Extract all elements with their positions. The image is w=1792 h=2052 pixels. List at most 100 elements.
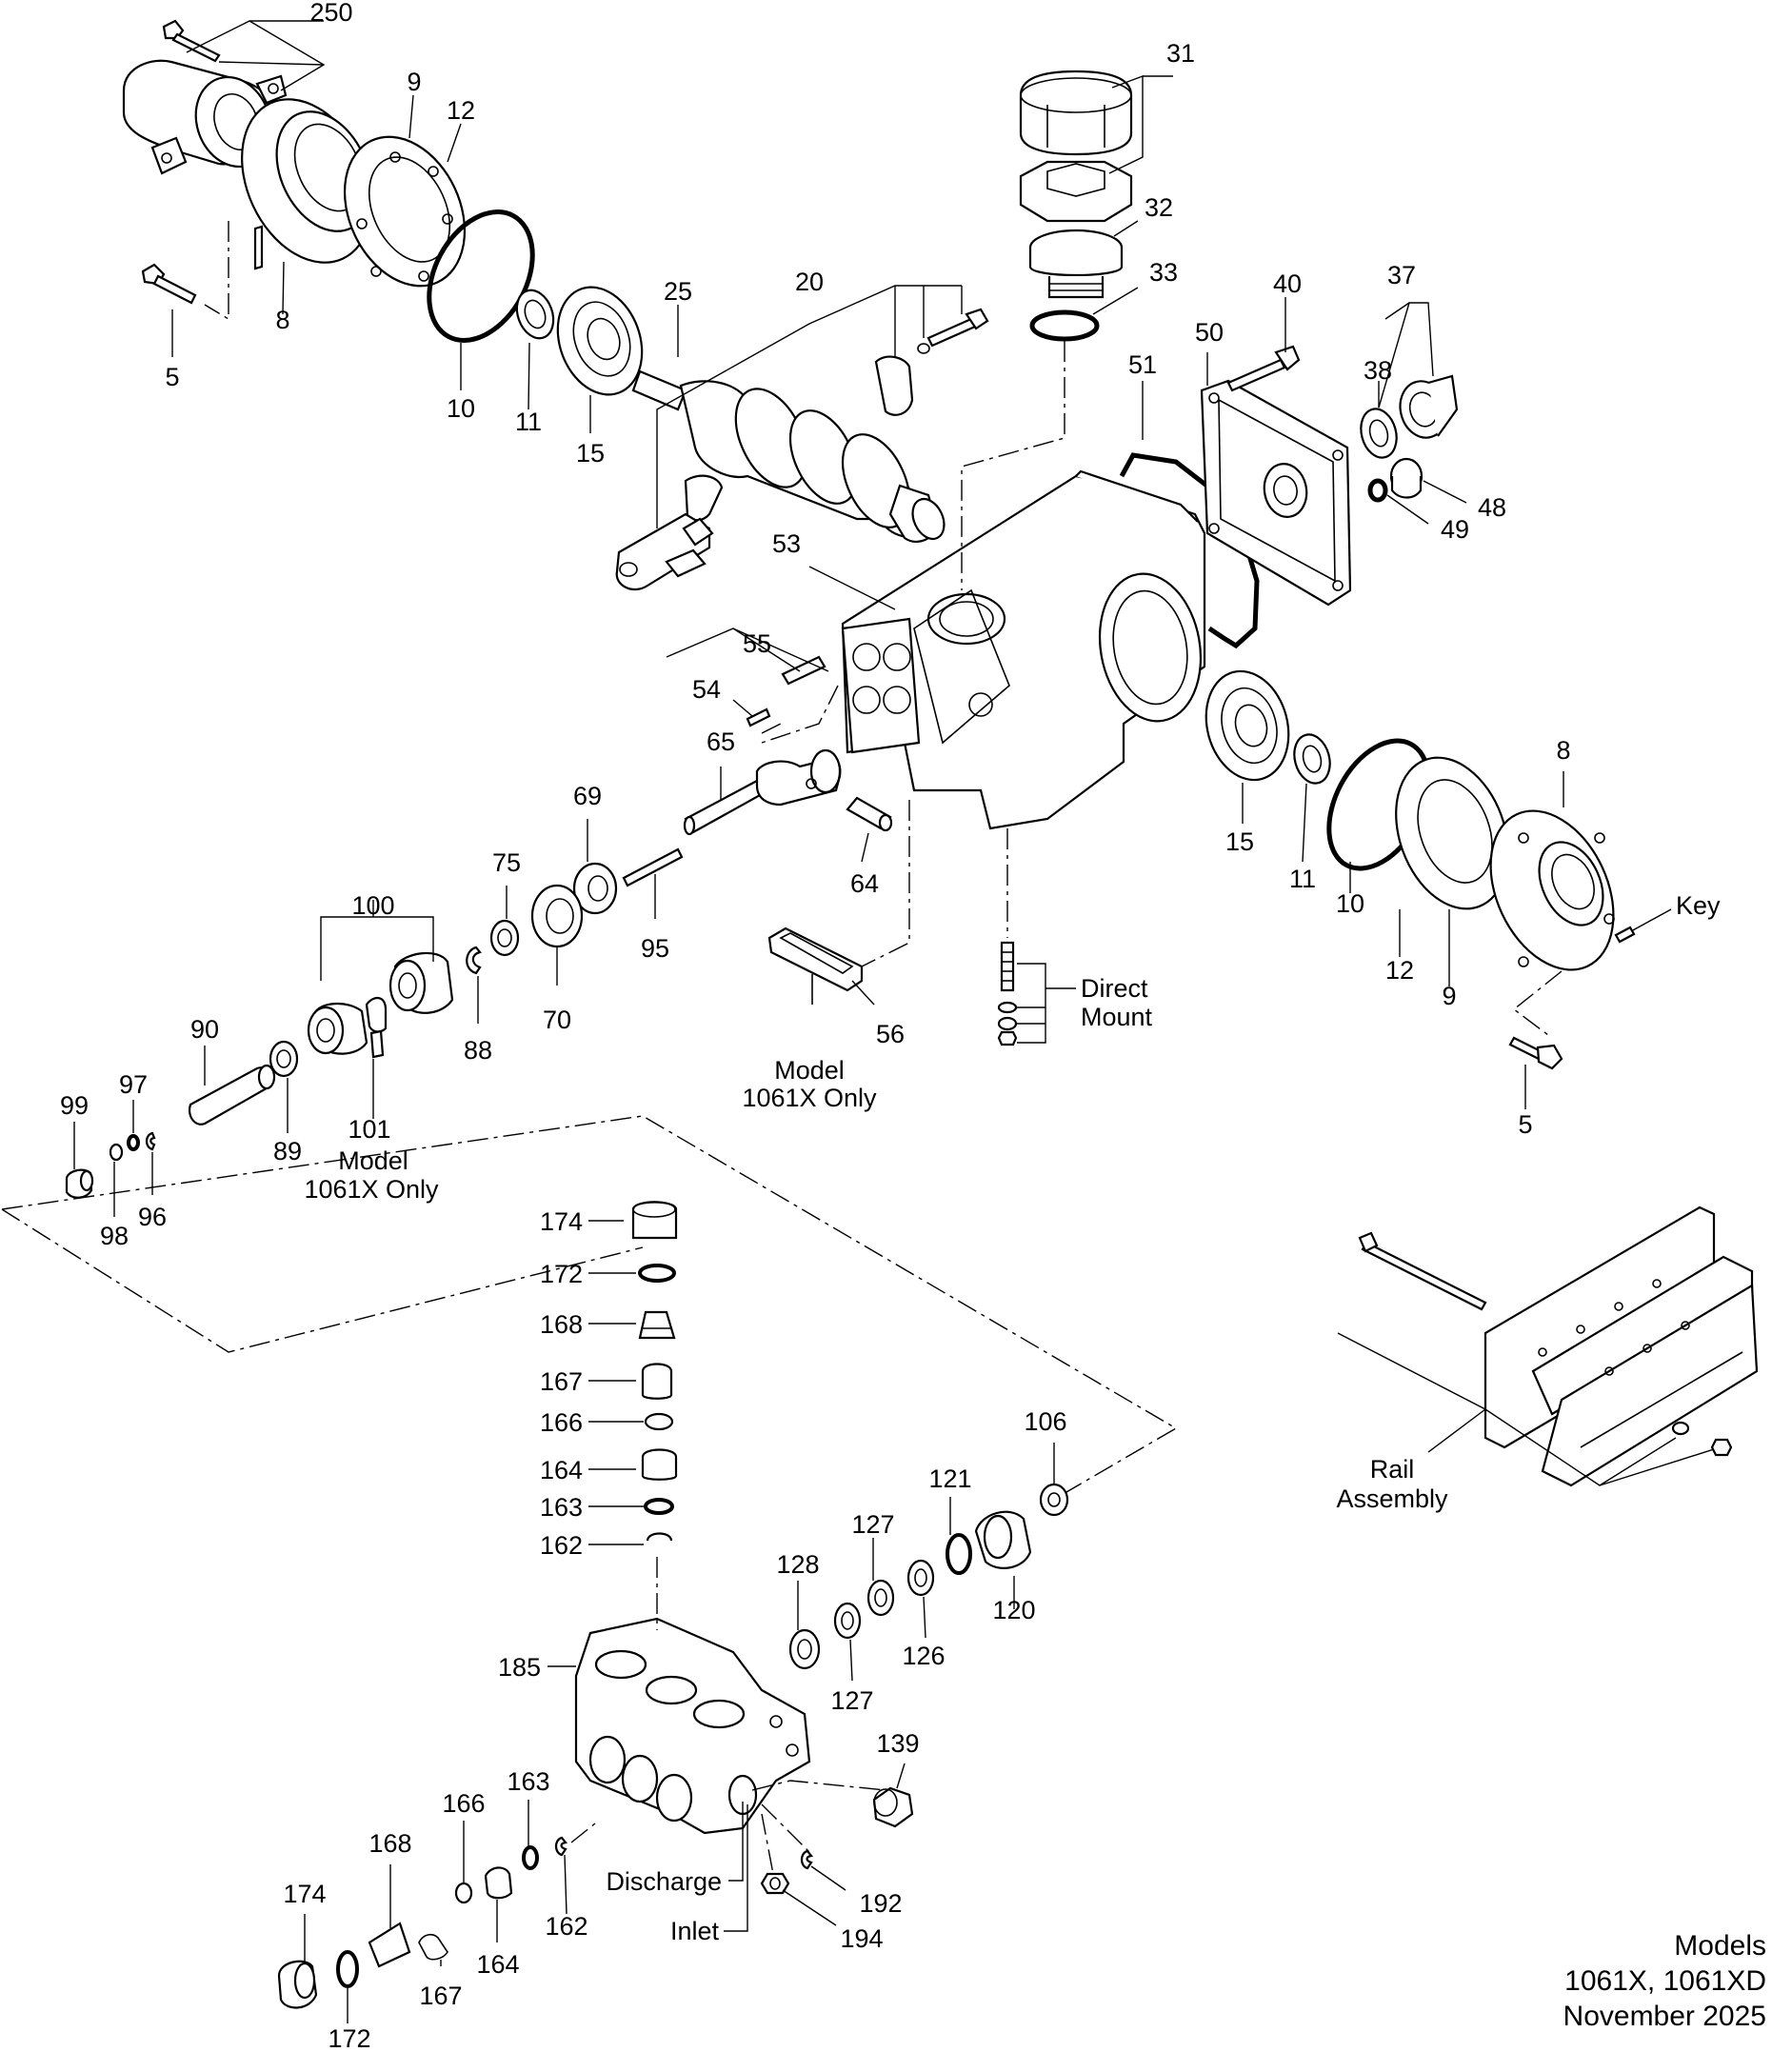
label-168-lower: 168	[368, 1829, 411, 1858]
label-65: 65	[707, 727, 735, 756]
label-164-lower: 164	[476, 1950, 519, 1979]
direct-mount-label-line2: Mount	[1081, 1003, 1153, 1031]
washer-106	[1039, 1483, 1069, 1517]
label-172-lower: 172	[328, 2024, 370, 2052]
bearing-15-right	[1205, 669, 1290, 782]
oil-seal-11-right	[1293, 733, 1331, 785]
plug-139	[872, 1786, 914, 1828]
part-drawings	[65, 19, 1759, 2009]
sight-glass-37	[1399, 374, 1459, 439]
manifold-185	[574, 1617, 811, 1835]
text-callouts: Key Direct Mount Model 1061X Only Model …	[304, 891, 1721, 1945]
label-174: 174	[540, 1207, 583, 1236]
pin-64	[846, 796, 893, 832]
label-49: 49	[1441, 515, 1469, 544]
footer-date: November 2025	[1563, 2001, 1766, 2032]
footer-models-title: Models	[1674, 1930, 1766, 1962]
label-88: 88	[464, 1036, 492, 1065]
label-98: 98	[100, 1222, 129, 1250]
label-11: 11	[515, 408, 542, 436]
label-99: 99	[60, 1091, 89, 1120]
oil-cap-31	[1019, 70, 1133, 156]
label-25: 25	[664, 277, 692, 306]
rail-assembly-label-line2: Assembly	[1336, 1484, 1448, 1513]
rear-cover-50	[1200, 379, 1352, 607]
oil-seal-11-left	[515, 289, 555, 340]
washer-75	[489, 919, 520, 957]
label-51: 51	[1128, 350, 1157, 379]
label-48: 48	[1478, 493, 1506, 522]
ring-127b	[833, 1602, 862, 1640]
gasket-9-left	[343, 135, 467, 288]
label-9-right: 9	[1442, 982, 1456, 1010]
connecting-rod-20	[615, 355, 914, 591]
label-96: 96	[138, 1203, 167, 1231]
bearing-15-left	[556, 286, 644, 396]
footer-model-numbers: 1061X, 1061XD	[1564, 1965, 1766, 1997]
ring-127	[866, 1579, 895, 1617]
label-167: 167	[540, 1367, 583, 1396]
label-56: 56	[876, 1020, 905, 1048]
label-90: 90	[190, 1015, 219, 1044]
direct-mount-hardware	[997, 941, 1018, 1046]
spacer-89	[269, 1040, 299, 1078]
plunger-stud-95	[622, 847, 684, 887]
label-20: 20	[795, 268, 824, 296]
label-163-lower: 163	[507, 1767, 549, 1796]
label-15: 15	[576, 439, 605, 468]
label-8-right: 8	[1556, 736, 1570, 765]
label-11-right: 11	[1289, 865, 1316, 893]
discharge-label: Discharge	[606, 1867, 722, 1896]
label-121: 121	[928, 1464, 971, 1493]
label-168: 168	[540, 1310, 583, 1339]
footer-block: Models 1061X, 1061XD November 2025	[1563, 1930, 1766, 2032]
washer-98	[109, 1143, 124, 1162]
label-164: 164	[540, 1456, 583, 1484]
inlet-label: Inlet	[670, 1917, 720, 1945]
label-10-right: 10	[1336, 889, 1364, 918]
part-number-labels: 250 9 12 8 5 10 11 15 25 20 31 32 33 40 …	[60, 0, 1571, 2052]
label-31: 31	[1166, 39, 1195, 68]
label-163: 163	[540, 1493, 583, 1522]
label-97: 97	[119, 1070, 148, 1099]
label-185: 185	[498, 1653, 541, 1682]
label-5: 5	[165, 363, 179, 391]
unloader-120	[974, 1510, 1032, 1569]
ring-126	[906, 1559, 935, 1597]
leader-lines	[73, 20, 1715, 2023]
label-172: 172	[540, 1260, 583, 1288]
plunger-rod-65	[683, 748, 842, 836]
label-162-lower: 162	[545, 1912, 587, 1941]
bolt-40	[1226, 345, 1301, 392]
label-64: 64	[850, 869, 879, 898]
label-15-right: 15	[1225, 827, 1254, 856]
key-label: Key	[1676, 891, 1721, 920]
model-only-label-a-line2: 1061X Only	[742, 1084, 877, 1112]
model-only-label-b-line2: 1061X Only	[304, 1175, 439, 1204]
screw-55	[781, 655, 826, 686]
oil-pan-56	[767, 926, 864, 1005]
label-174-lower: 174	[283, 1880, 326, 1908]
label-12-right: 12	[1385, 956, 1414, 985]
seal-retainer-70	[530, 884, 584, 948]
label-120: 120	[992, 1596, 1035, 1624]
label-127-lower: 127	[830, 1686, 873, 1715]
seal-holder-100	[307, 951, 454, 1059]
label-127: 127	[851, 1510, 894, 1539]
label-8: 8	[275, 306, 289, 334]
clip-96	[145, 1131, 156, 1151]
washer-69	[572, 862, 618, 915]
key	[1614, 926, 1636, 944]
direct-mount-label-line1: Direct	[1081, 974, 1148, 1003]
crankshaft-25	[631, 369, 946, 543]
label-250: 250	[309, 0, 352, 27]
label-40: 40	[1273, 269, 1302, 298]
label-37: 37	[1387, 261, 1416, 289]
sleeve-90	[188, 1064, 276, 1126]
label-5-right: 5	[1518, 1110, 1532, 1139]
o-ring-97	[127, 1134, 140, 1151]
bolt-5-left	[141, 263, 197, 305]
dashed-guides	[1, 221, 1563, 1875]
rail-assembly	[1358, 1205, 1759, 1487]
bearing-housing-8-right	[1489, 809, 1615, 971]
